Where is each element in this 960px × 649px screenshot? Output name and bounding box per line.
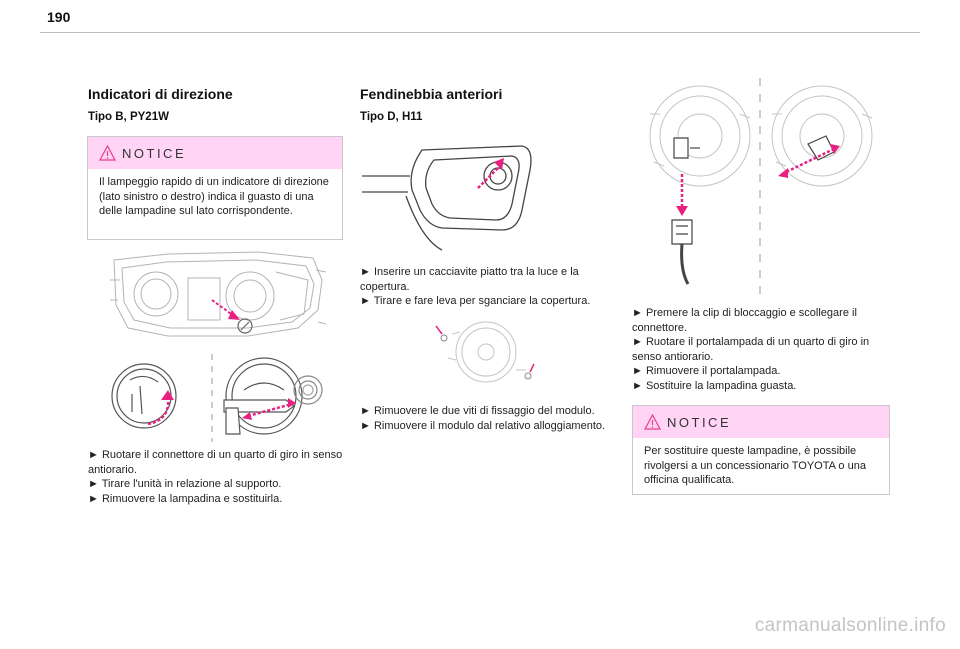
foglight-cover-illustration: [362, 145, 532, 251]
notice-text: Per sostituire queste lampadine, è possi…: [644, 445, 866, 486]
notice-title: NOTICE: [122, 145, 187, 161]
step-item: ► Ruotare il connettore di un quarto di …: [88, 449, 343, 476]
warning-icon: [644, 414, 661, 430]
steps-foglight-cover: ► Inserire un cacciavite piatto tra la l…: [360, 265, 615, 309]
step-item: ► Tirare l'unità in relazione al support…: [88, 478, 282, 490]
steps-foglight-bulb: ► Premere la clip di bloccaggio e scolle…: [632, 306, 890, 393]
notice-title: NOTICE: [667, 414, 732, 430]
step-item: ► Rimuovere le due viti di fissaggio del…: [360, 405, 595, 417]
step-item: ► Rimuovere il modulo dal relativo allog…: [360, 419, 606, 432]
page-number: 190: [47, 9, 71, 25]
step-item: ► Rimuovere la lampadina e sostituirla.: [88, 492, 283, 505]
step-item: ► Rimuovere il portalampada.: [632, 365, 781, 377]
watermark: carmanualsonline.info: [754, 615, 946, 636]
notice-text: Il lampeggio rapido di un indicatore di …: [99, 176, 329, 217]
foglight-bulb-holder-illustration: [649, 78, 873, 294]
notice-header: NOTICE: [633, 406, 889, 438]
header-rule: [40, 32, 920, 33]
notice-box-dealer: NOTICE Per sostituire queste lampadine, …: [632, 405, 890, 495]
step-item: ► Sostituire la lampadina guasta.: [632, 379, 797, 392]
step-item: ► Inserire un cacciavite piatto tra la l…: [360, 266, 579, 293]
section-subheading-indicators: Tipo B, PY21W: [88, 111, 169, 123]
steps-foglight-module: ► Rimuovere le due viti di fissaggio del…: [360, 404, 618, 433]
step-item: ► Premere la clip di bloccaggio e scolle…: [632, 307, 857, 334]
steps-indicators: ► Ruotare il connettore di un quarto di …: [88, 448, 343, 506]
section-heading-foglights: Fendinebbia anteriori: [360, 86, 503, 102]
headlamp-assembly-illustration: [110, 251, 327, 337]
step-item: ► Tirare e fare leva per sganciare la co…: [360, 295, 591, 307]
notice-header: NOTICE: [88, 137, 342, 169]
indicator-removal-illustration: [111, 354, 323, 442]
section-heading-indicators: Indicatori di direzione: [88, 86, 233, 102]
warning-icon: [99, 145, 116, 161]
step-item: ► Ruotare il portalampada di un quarto d…: [632, 336, 870, 363]
foglight-module-illustration: [435, 321, 535, 383]
notice-box-indicators: NOTICE Il lampeggio rapido di un indicat…: [87, 136, 343, 240]
section-subheading-foglights: Tipo D, H11: [360, 111, 423, 123]
